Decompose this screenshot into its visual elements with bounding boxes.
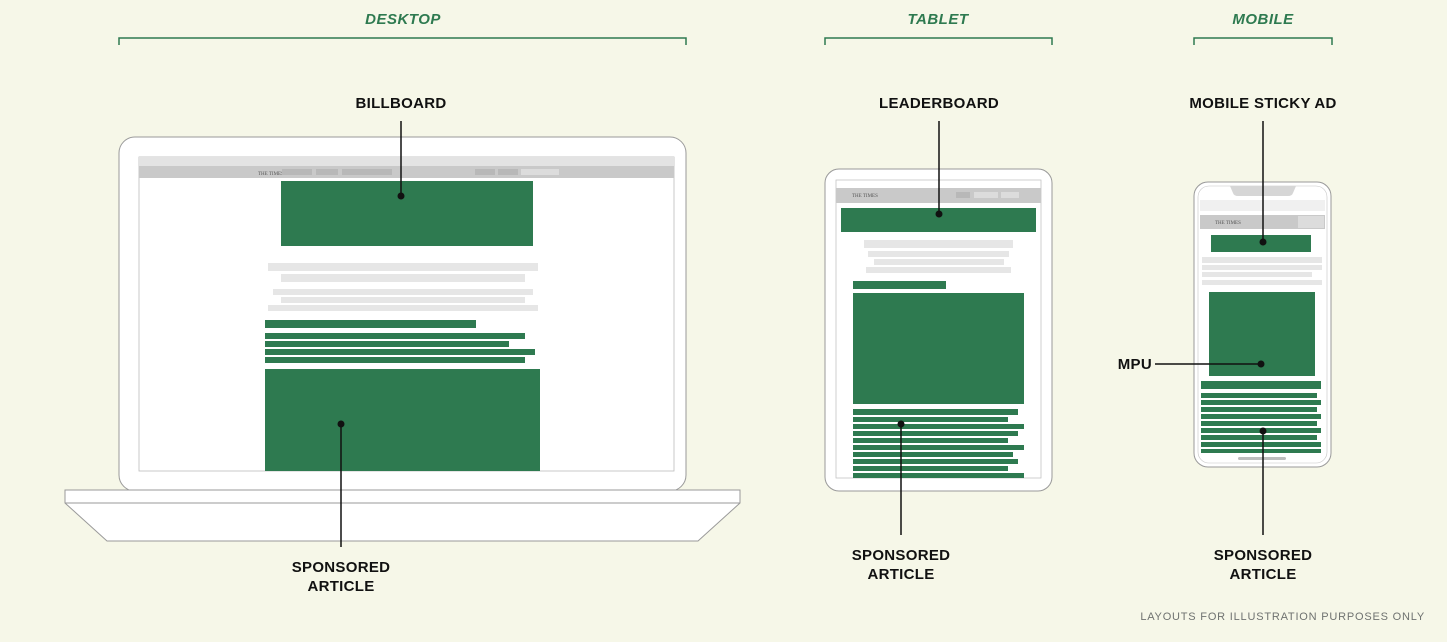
tablet-sponsored-line2: ARTICLE	[867, 566, 935, 583]
laptop-base	[64, 489, 741, 542]
article-line	[265, 357, 525, 363]
article-line	[853, 473, 1024, 478]
article-line	[1201, 400, 1321, 405]
article-line	[265, 349, 535, 355]
laptop-device: THE TIMES	[64, 136, 741, 542]
article-line	[1201, 442, 1321, 447]
laptop-nav-pill	[521, 169, 559, 175]
mobile-sponsored-pointer	[1259, 427, 1267, 535]
mobile-section-title: MOBILE	[1232, 11, 1294, 28]
phone-site-logo: THE TIMES	[1215, 221, 1241, 226]
desktop-sponsored-line2: ARTICLE	[307, 578, 375, 595]
article-line	[853, 281, 946, 289]
placeholder-line	[281, 297, 525, 303]
phone-device: THE TIMES	[1193, 181, 1332, 468]
tablet-sponsored-line1: SPONSORED	[851, 547, 951, 564]
tablet-nav-pill	[974, 192, 998, 198]
placeholder-line	[1202, 265, 1322, 270]
article-line	[853, 409, 1018, 415]
placeholder-line	[1202, 272, 1312, 277]
placeholder-line	[874, 259, 1004, 265]
placeholder-line	[866, 267, 1011, 273]
article-line	[1201, 407, 1317, 412]
placeholder-line	[868, 251, 1009, 257]
laptop-nav-pill	[475, 169, 495, 175]
article-line	[1201, 449, 1321, 453]
desktop-bracket	[118, 37, 687, 45]
desktop-sponsored-pointer	[337, 420, 345, 547]
laptop-nav-pill	[342, 169, 392, 175]
laptop-site-logo: THE TIMES	[258, 172, 284, 177]
article-line	[853, 417, 1008, 422]
placeholder-line	[268, 305, 538, 311]
mobile-bracket	[1193, 37, 1333, 45]
laptop-browser-bar	[139, 157, 674, 166]
tablet-section-title: TABLET	[907, 11, 969, 28]
billboard-pointer	[397, 121, 405, 200]
placeholder-line	[268, 263, 538, 271]
leaderboard-label: LEADERBOARD	[879, 95, 999, 112]
mobile-sticky-label: MOBILE STICKY AD	[1189, 95, 1337, 112]
tablet-site-logo: THE TIMES	[852, 194, 878, 199]
article-line	[853, 452, 1013, 457]
article-line	[1201, 414, 1321, 419]
tablet-nav-pill	[956, 192, 970, 198]
placeholder-line	[281, 274, 525, 282]
mobile-sticky-pointer	[1259, 121, 1267, 246]
article-line	[853, 424, 1024, 429]
phone-nav-pill	[1298, 216, 1324, 228]
phone-home-indicator	[1238, 457, 1286, 460]
illustration-disclaimer: LAYOUTS FOR ILLUSTRATION PURPOSES ONLY	[1140, 611, 1425, 623]
mpu-pointer	[1155, 360, 1265, 368]
mobile-sponsored-line1: SPONSORED	[1213, 547, 1313, 564]
article-line	[1201, 393, 1317, 398]
sponsored-article-block	[265, 369, 540, 471]
laptop-nav-pill	[316, 169, 338, 175]
placeholder-line	[1202, 257, 1322, 263]
tablet-sponsored-label: SPONSORED ARTICLE	[801, 546, 1001, 584]
article-line	[265, 341, 509, 347]
tablet-bracket	[824, 37, 1053, 45]
tablet-sponsored-pointer	[897, 420, 905, 535]
laptop-nav-pill	[498, 169, 518, 175]
article-line	[853, 466, 1008, 471]
article-line	[853, 445, 1024, 450]
placeholder-line	[273, 289, 533, 295]
leaderboard-pointer	[935, 121, 943, 218]
mobile-sponsored-label: SPONSORED ARTICLE	[1163, 546, 1363, 584]
billboard-ad	[281, 181, 533, 246]
desktop-sponsored-label: SPONSORED ARTICLE	[241, 558, 441, 596]
article-line	[1201, 435, 1317, 440]
placeholder-line	[864, 240, 1013, 248]
laptop-site-nav	[139, 166, 674, 178]
desktop-sponsored-line1: SPONSORED	[291, 559, 391, 576]
article-line	[1201, 381, 1321, 389]
desktop-section-title: DESKTOP	[365, 11, 441, 28]
tablet-device: THE TIMES	[824, 168, 1053, 492]
mpu-label: MPU	[1117, 356, 1152, 373]
billboard-label: BILLBOARD	[355, 95, 447, 112]
mobile-sponsored-line2: ARTICLE	[1229, 566, 1297, 583]
laptop-nav-pill	[282, 169, 312, 175]
tablet-nav-pill	[1001, 192, 1019, 198]
article-line	[265, 333, 525, 339]
tablet-sponsored-block	[853, 293, 1024, 404]
article-line	[853, 459, 1018, 464]
article-line	[853, 438, 1008, 443]
placeholder-line	[1202, 280, 1322, 285]
article-line	[853, 431, 1018, 436]
article-line	[265, 320, 476, 328]
article-line	[1201, 421, 1317, 426]
